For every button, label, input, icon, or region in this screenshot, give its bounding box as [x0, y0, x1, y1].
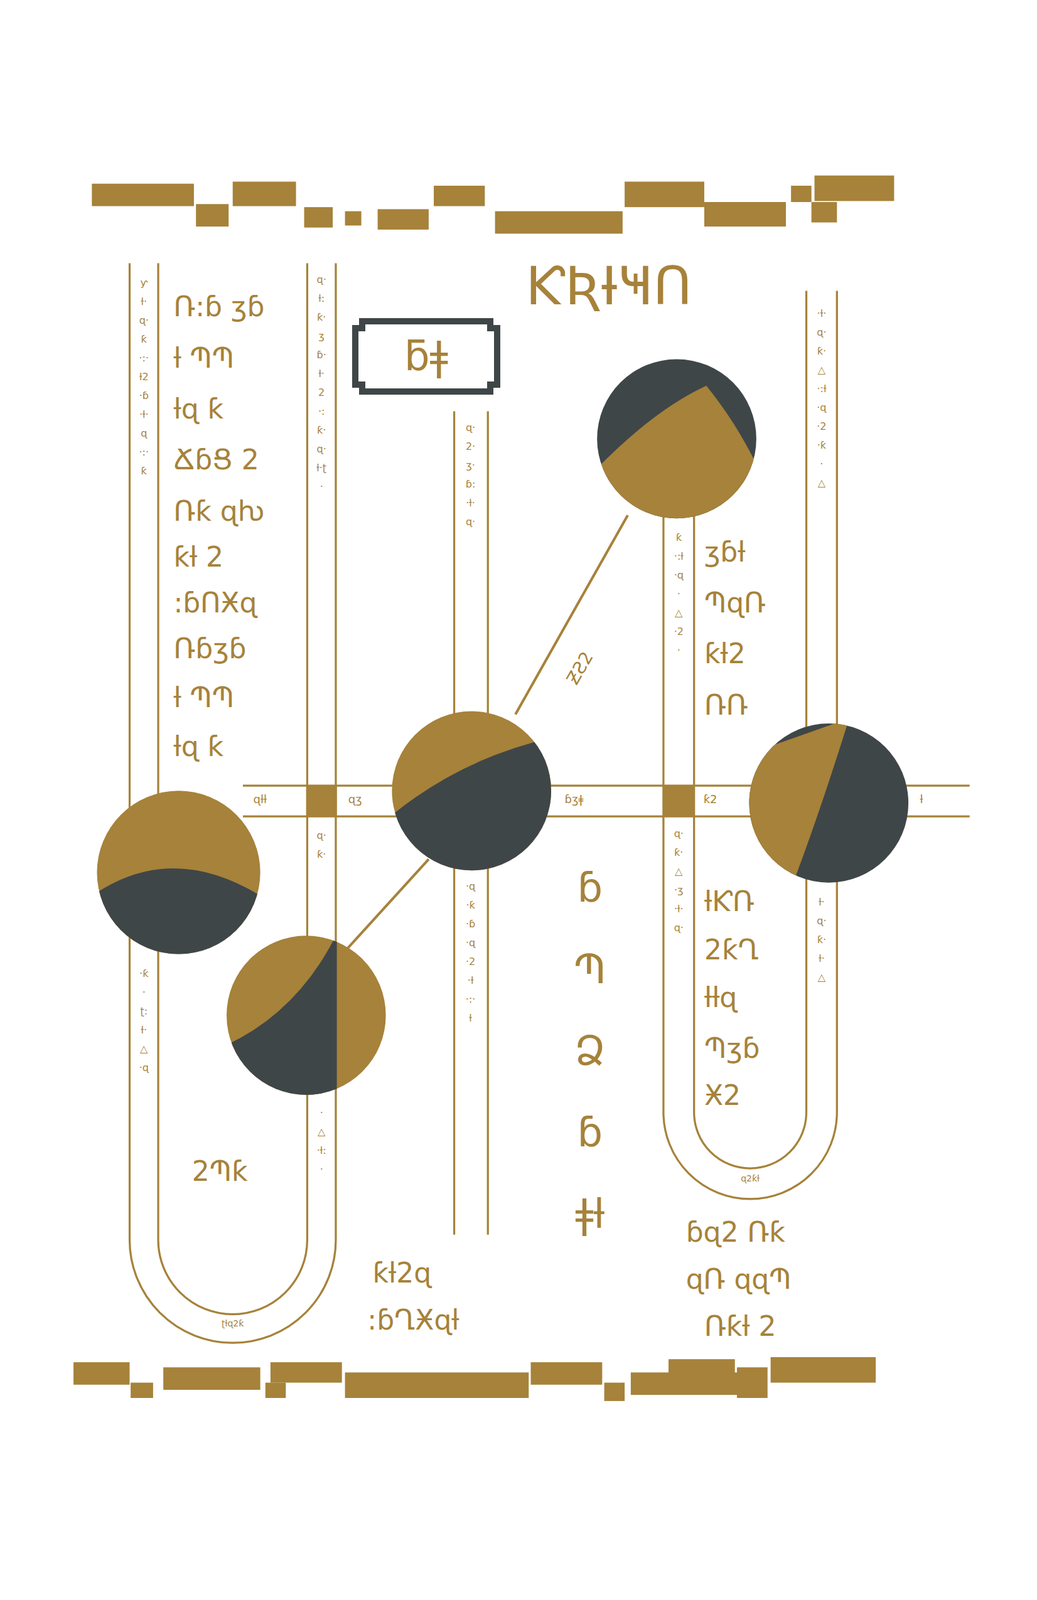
- rail-glyphs: ƚ·ɋ·ƙ·ƚ·△: [816, 893, 827, 988]
- title-glyphs: ƘƦƗҸՈ: [525, 254, 692, 319]
- cartouche-glyphs: ƃǂ: [404, 334, 449, 379]
- script-label: ƙƚ2: [704, 637, 746, 672]
- script-label: ƚɋ ƙ: [173, 392, 224, 427]
- script-label: ɋƚƚ: [252, 792, 269, 807]
- moon-phase: [91, 790, 268, 960]
- script-label: ՊɋՌ: [704, 586, 766, 621]
- script-label: ƙƚ2ɋ: [372, 1257, 432, 1291]
- rail-glyphs: ɋ2ƙƚ: [740, 1173, 760, 1185]
- link-label: ƵƧ2: [561, 646, 599, 690]
- script-label: ɓɋ2 Ռƙ: [686, 1216, 786, 1250]
- script-label: Ռ:ɓ ʒɓ: [173, 290, 265, 324]
- script-label: Ӿ2: [704, 1079, 741, 1113]
- rails: [129, 263, 970, 1344]
- rail-glyphs: ·ƙ·ʈ:ƚ·△·ɋ: [138, 964, 149, 1078]
- script-label: Ռƙ ɋƕ: [173, 495, 265, 529]
- script-label: ƚ: [918, 792, 925, 807]
- script-label: ƙƚ 2: [173, 541, 224, 575]
- rail-glyphs: ƴƚ·ɋ·ƙ·:·ƚ2·ɓ·ƚ·ɋ·:·ƙ: [138, 273, 149, 481]
- cartouche-text-holder: ƃǂ: [352, 318, 501, 395]
- crossing-square: [663, 785, 695, 817]
- script-label: Ռɓʒɓ: [173, 632, 247, 667]
- rail-glyphs: ʈƚɋ2ƙ: [221, 1318, 244, 1330]
- rail-glyphs: ·ɋ·ƙ·ɓ·ɋ·2·ƚ·:·ƚ: [465, 877, 476, 1029]
- moon-phase: [593, 359, 764, 523]
- script-label: ʒɓƚ: [704, 536, 746, 570]
- cartouche: ƃǂ: [352, 318, 501, 395]
- script-label: ՃɓՑ 2: [173, 443, 259, 478]
- rail-glyphs: ƙ·:ƚ·ɋ·△·2·: [673, 528, 684, 661]
- top-border-bar: [91, 175, 894, 235]
- moon-phase: [387, 711, 557, 879]
- script-label: Պʒɓ: [704, 1032, 761, 1066]
- script-label: ɓʒǂ: [563, 792, 586, 807]
- script-label: ƚɋ ƙ: [173, 730, 224, 764]
- vertical-glyph-column: ɓՊՁɓǂƚ: [569, 847, 611, 1256]
- script-label: 2Պƙ: [192, 1155, 248, 1189]
- script-label: ƚƚɋ: [704, 981, 737, 1016]
- script-label: 2ƙՂ: [704, 934, 759, 968]
- moon-phase: [745, 718, 909, 887]
- rail-glyphs: ɋ·ƚ:ƙ·ʒɓ·ƚ·2·:ƙ·ɋ·ƚ·ʈ·: [316, 270, 327, 497]
- script-label: ɋՌ ɋɋՊ: [686, 1263, 792, 1297]
- crossing-square: [306, 785, 338, 817]
- rail-glyphs: ɋ·ƙ·: [316, 826, 327, 865]
- moon-phase: [224, 934, 387, 1101]
- script-label: Ռƙƚ 2: [704, 1310, 777, 1344]
- rail-glyphs: ·△·ƚ:·: [316, 1104, 327, 1180]
- script-label: ɋʒ: [347, 792, 364, 807]
- script-label: :ɓՂӾɋƚ: [367, 1304, 459, 1338]
- rail-glyphs: ɋ·ƙ·△·ʒ·ƚ·ɋ·: [673, 824, 684, 938]
- script-label: :ɓՈӾɋ: [173, 586, 257, 621]
- script-label: ƚƘՌ: [704, 885, 755, 919]
- bottom-border-bar: [73, 1357, 876, 1402]
- script-label: ƚ ՊՊ: [173, 681, 235, 715]
- script-label: ƚ ՊՊ: [173, 342, 235, 376]
- script-label: ƙ2: [702, 792, 719, 807]
- script-label: ՌՌ: [704, 689, 749, 723]
- cartouche-frame: [355, 321, 498, 392]
- rail-glyphs: ɋ·2·ʒ·ɓ:·ƚ·ɋ·: [465, 418, 476, 532]
- rail-glyphs: ·ƚ·ɋ·ƙ·△·:ƚ·ɋ·2·ƙ·△: [816, 304, 827, 493]
